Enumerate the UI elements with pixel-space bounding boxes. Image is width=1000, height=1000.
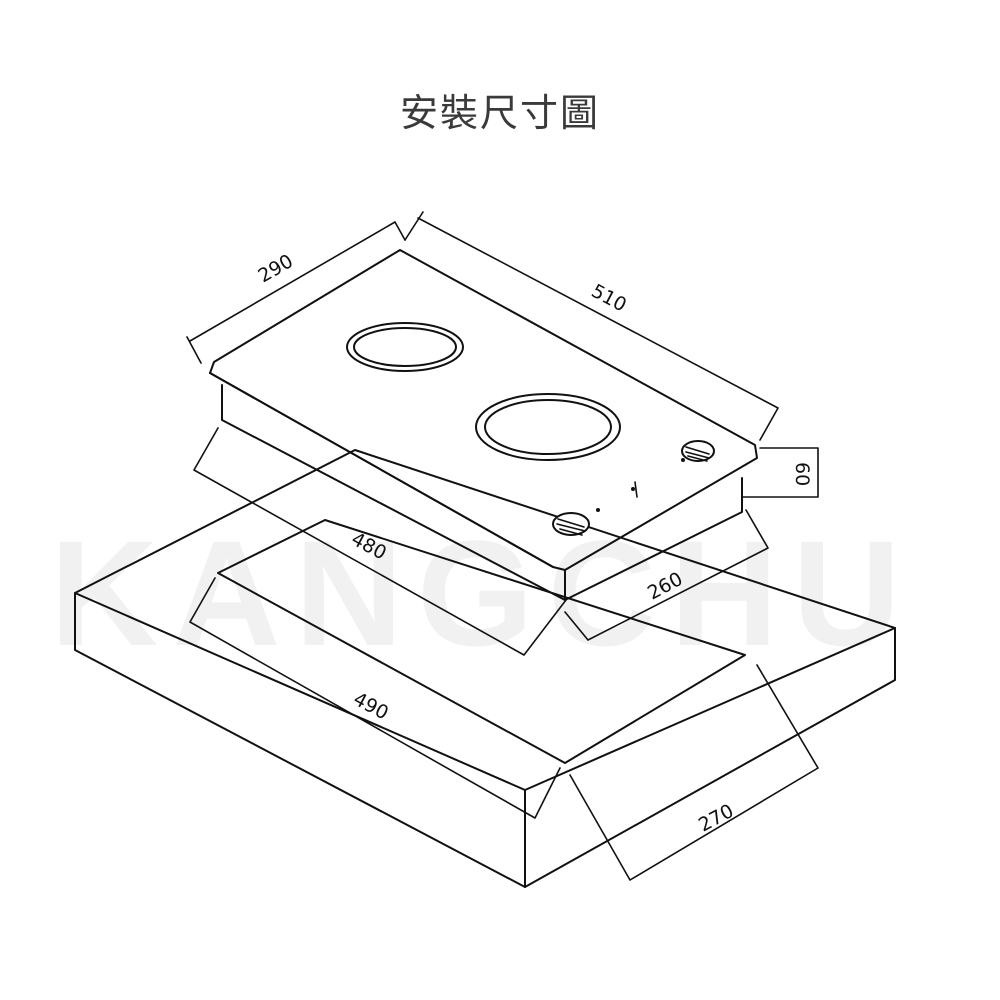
panel-indicators	[596, 458, 685, 512]
burner-zone-large	[475, 393, 621, 461]
glass-edge	[209, 372, 554, 568]
dimension-510: 510	[404, 211, 779, 441]
control-knob-right	[681, 440, 715, 462]
svg-text:490: 490	[350, 688, 392, 724]
burner-zone-small	[346, 322, 464, 372]
countertop	[74, 449, 896, 888]
watermark: KANGCHU	[50, 509, 915, 677]
control-knob-left	[552, 512, 590, 536]
countertop-cutout	[217, 519, 746, 764]
page-title: 安裝尺寸圖	[399, 91, 600, 135]
svg-text:60: 60	[791, 462, 813, 486]
svg-text:270: 270	[695, 800, 737, 836]
dimension-290: 290	[186, 221, 406, 364]
dimension-270: 270	[569, 664, 819, 881]
cooktop-body	[221, 384, 743, 601]
dimension-60: 60	[741, 447, 819, 498]
